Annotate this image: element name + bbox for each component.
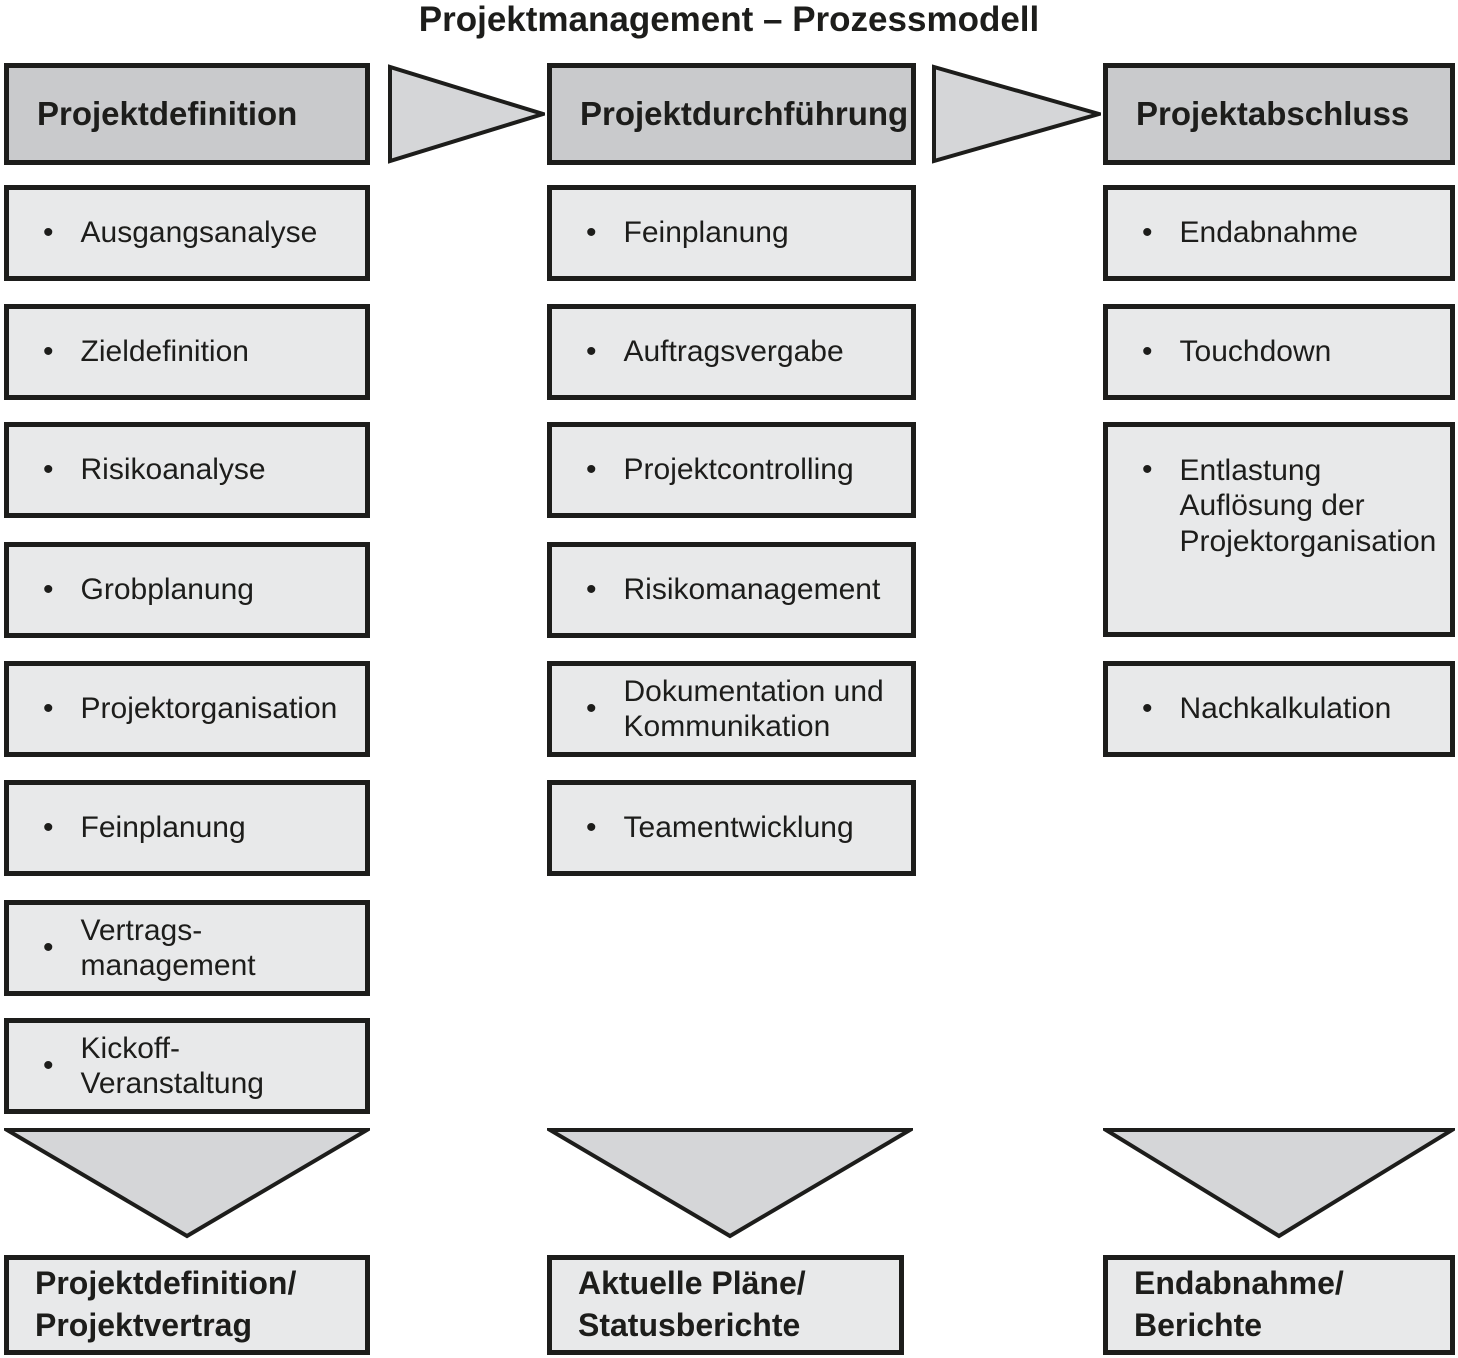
bullet-icon: • [586, 453, 597, 486]
col3-header-projektabschluss: Projektabschluss [1103, 63, 1455, 165]
arrow-down-icon [4, 1128, 370, 1239]
item-label: Entlastung Auflösung der Projektorganisa… [1179, 454, 1437, 558]
header-label: Projektdurchführung [580, 94, 909, 132]
item-touchdown: • Touchdown [1103, 304, 1455, 400]
item-feinplanung-col2: • Feinplanung [547, 185, 916, 281]
item-label: Zieldefinition [80, 335, 249, 369]
item-label: Feinplanung [623, 216, 789, 250]
item-label: Projektorganisation [80, 692, 338, 726]
item-label: Touchdown [1179, 335, 1332, 369]
bullet-icon: • [43, 811, 54, 844]
bullet-icon: • [43, 335, 54, 368]
item-risikomanagement: • Risikomanagement [547, 542, 916, 638]
bullet-icon: • [43, 216, 54, 249]
footer-aktuelle-plaene-statusberichte: Aktuelle Pläne/ Statusberichte [547, 1255, 904, 1355]
arrow-right-icon [932, 64, 1101, 164]
footer-label: Projektdefinition/ Projektvertrag [35, 1265, 297, 1343]
bullet-icon: • [586, 216, 597, 249]
bullet-icon: • [1142, 216, 1153, 249]
item-endabnahme: • Endabnahme [1103, 185, 1455, 281]
bullet-icon: • [1142, 335, 1153, 368]
item-grobplanung: • Grobplanung [4, 542, 370, 638]
header-label: Projektdefinition [37, 94, 298, 132]
item-label: Teamentwicklung [623, 811, 854, 845]
item-dokumentation-kommunikation: • Dokumentation und Kommunikation [547, 661, 916, 757]
footer-label: Aktuelle Pläne/ Statusberichte [578, 1265, 806, 1343]
item-zieldefinition: • Zieldefinition [4, 304, 370, 400]
item-risikoanalyse: • Risikoanalyse [4, 422, 370, 518]
item-label: Projektcontrolling [623, 453, 854, 487]
item-label: Auftragsvergabe [623, 335, 844, 369]
item-projektcontrolling: • Projektcontrolling [547, 422, 916, 518]
footer-projektdefinition-projektvertrag: Projektdefinition/ Projektvertrag [4, 1255, 370, 1355]
bullet-icon: • [43, 931, 54, 964]
item-entlastung-aufloesung: • Entlastung Auflösung der Projektorgani… [1103, 422, 1455, 637]
col2-header-projektdurchfuehrung: Projektdurchführung [547, 63, 916, 165]
footer-label: Endabnahme/ Berichte [1134, 1265, 1344, 1343]
bullet-icon: • [1142, 453, 1153, 486]
item-nachkalkulation: • Nachkalkulation [1103, 661, 1455, 757]
item-label: Kickoff- Veranstaltung [80, 1031, 264, 1100]
bullet-icon: • [586, 811, 597, 844]
arrow-down-icon [547, 1128, 913, 1239]
item-label: Endabnahme [1179, 216, 1358, 250]
item-label: Dokumentation und Kommunikation [623, 674, 884, 743]
arrow-down-icon [1103, 1128, 1455, 1239]
item-label: Risikoanalyse [80, 453, 266, 487]
footer-endabnahme-berichte: Endabnahme/ Berichte [1103, 1255, 1455, 1355]
item-auftragsvergabe: • Auftragsvergabe [547, 304, 916, 400]
bullet-icon: • [586, 573, 597, 606]
bullet-icon: • [43, 692, 54, 725]
item-kickoff-veranstaltung: • Kickoff- Veranstaltung [4, 1018, 370, 1114]
item-label: Nachkalkulation [1179, 692, 1392, 726]
bullet-icon: • [1142, 692, 1153, 725]
bullet-icon: • [43, 453, 54, 486]
item-teamentwicklung: • Teamentwicklung [547, 780, 916, 876]
arrow-right-icon [388, 64, 545, 164]
item-label: Grobplanung [80, 573, 254, 607]
col1-header-projektdefinition: Projektdefinition [4, 63, 370, 165]
item-label: Risikomanagement [623, 573, 881, 607]
diagram-title: Projektmanagement – Prozessmodell [418, 0, 1040, 39]
item-label: Ausgangsanalyse [80, 216, 318, 250]
header-label: Projektabschluss [1136, 94, 1410, 132]
item-feinplanung-col1: • Feinplanung [4, 780, 370, 876]
item-label: Feinplanung [80, 811, 246, 845]
bullet-icon: • [586, 692, 597, 725]
item-vertragsmanagement: • Vertrags- management [4, 900, 370, 996]
item-label: Vertrags- management [80, 913, 256, 982]
bullet-icon: • [43, 1049, 54, 1082]
item-projektorganisation: • Projektorganisation [4, 661, 370, 757]
bullet-icon: • [586, 335, 597, 368]
bullet-icon: • [43, 573, 54, 606]
item-ausgangsanalyse: • Ausgangsanalyse [4, 185, 370, 281]
